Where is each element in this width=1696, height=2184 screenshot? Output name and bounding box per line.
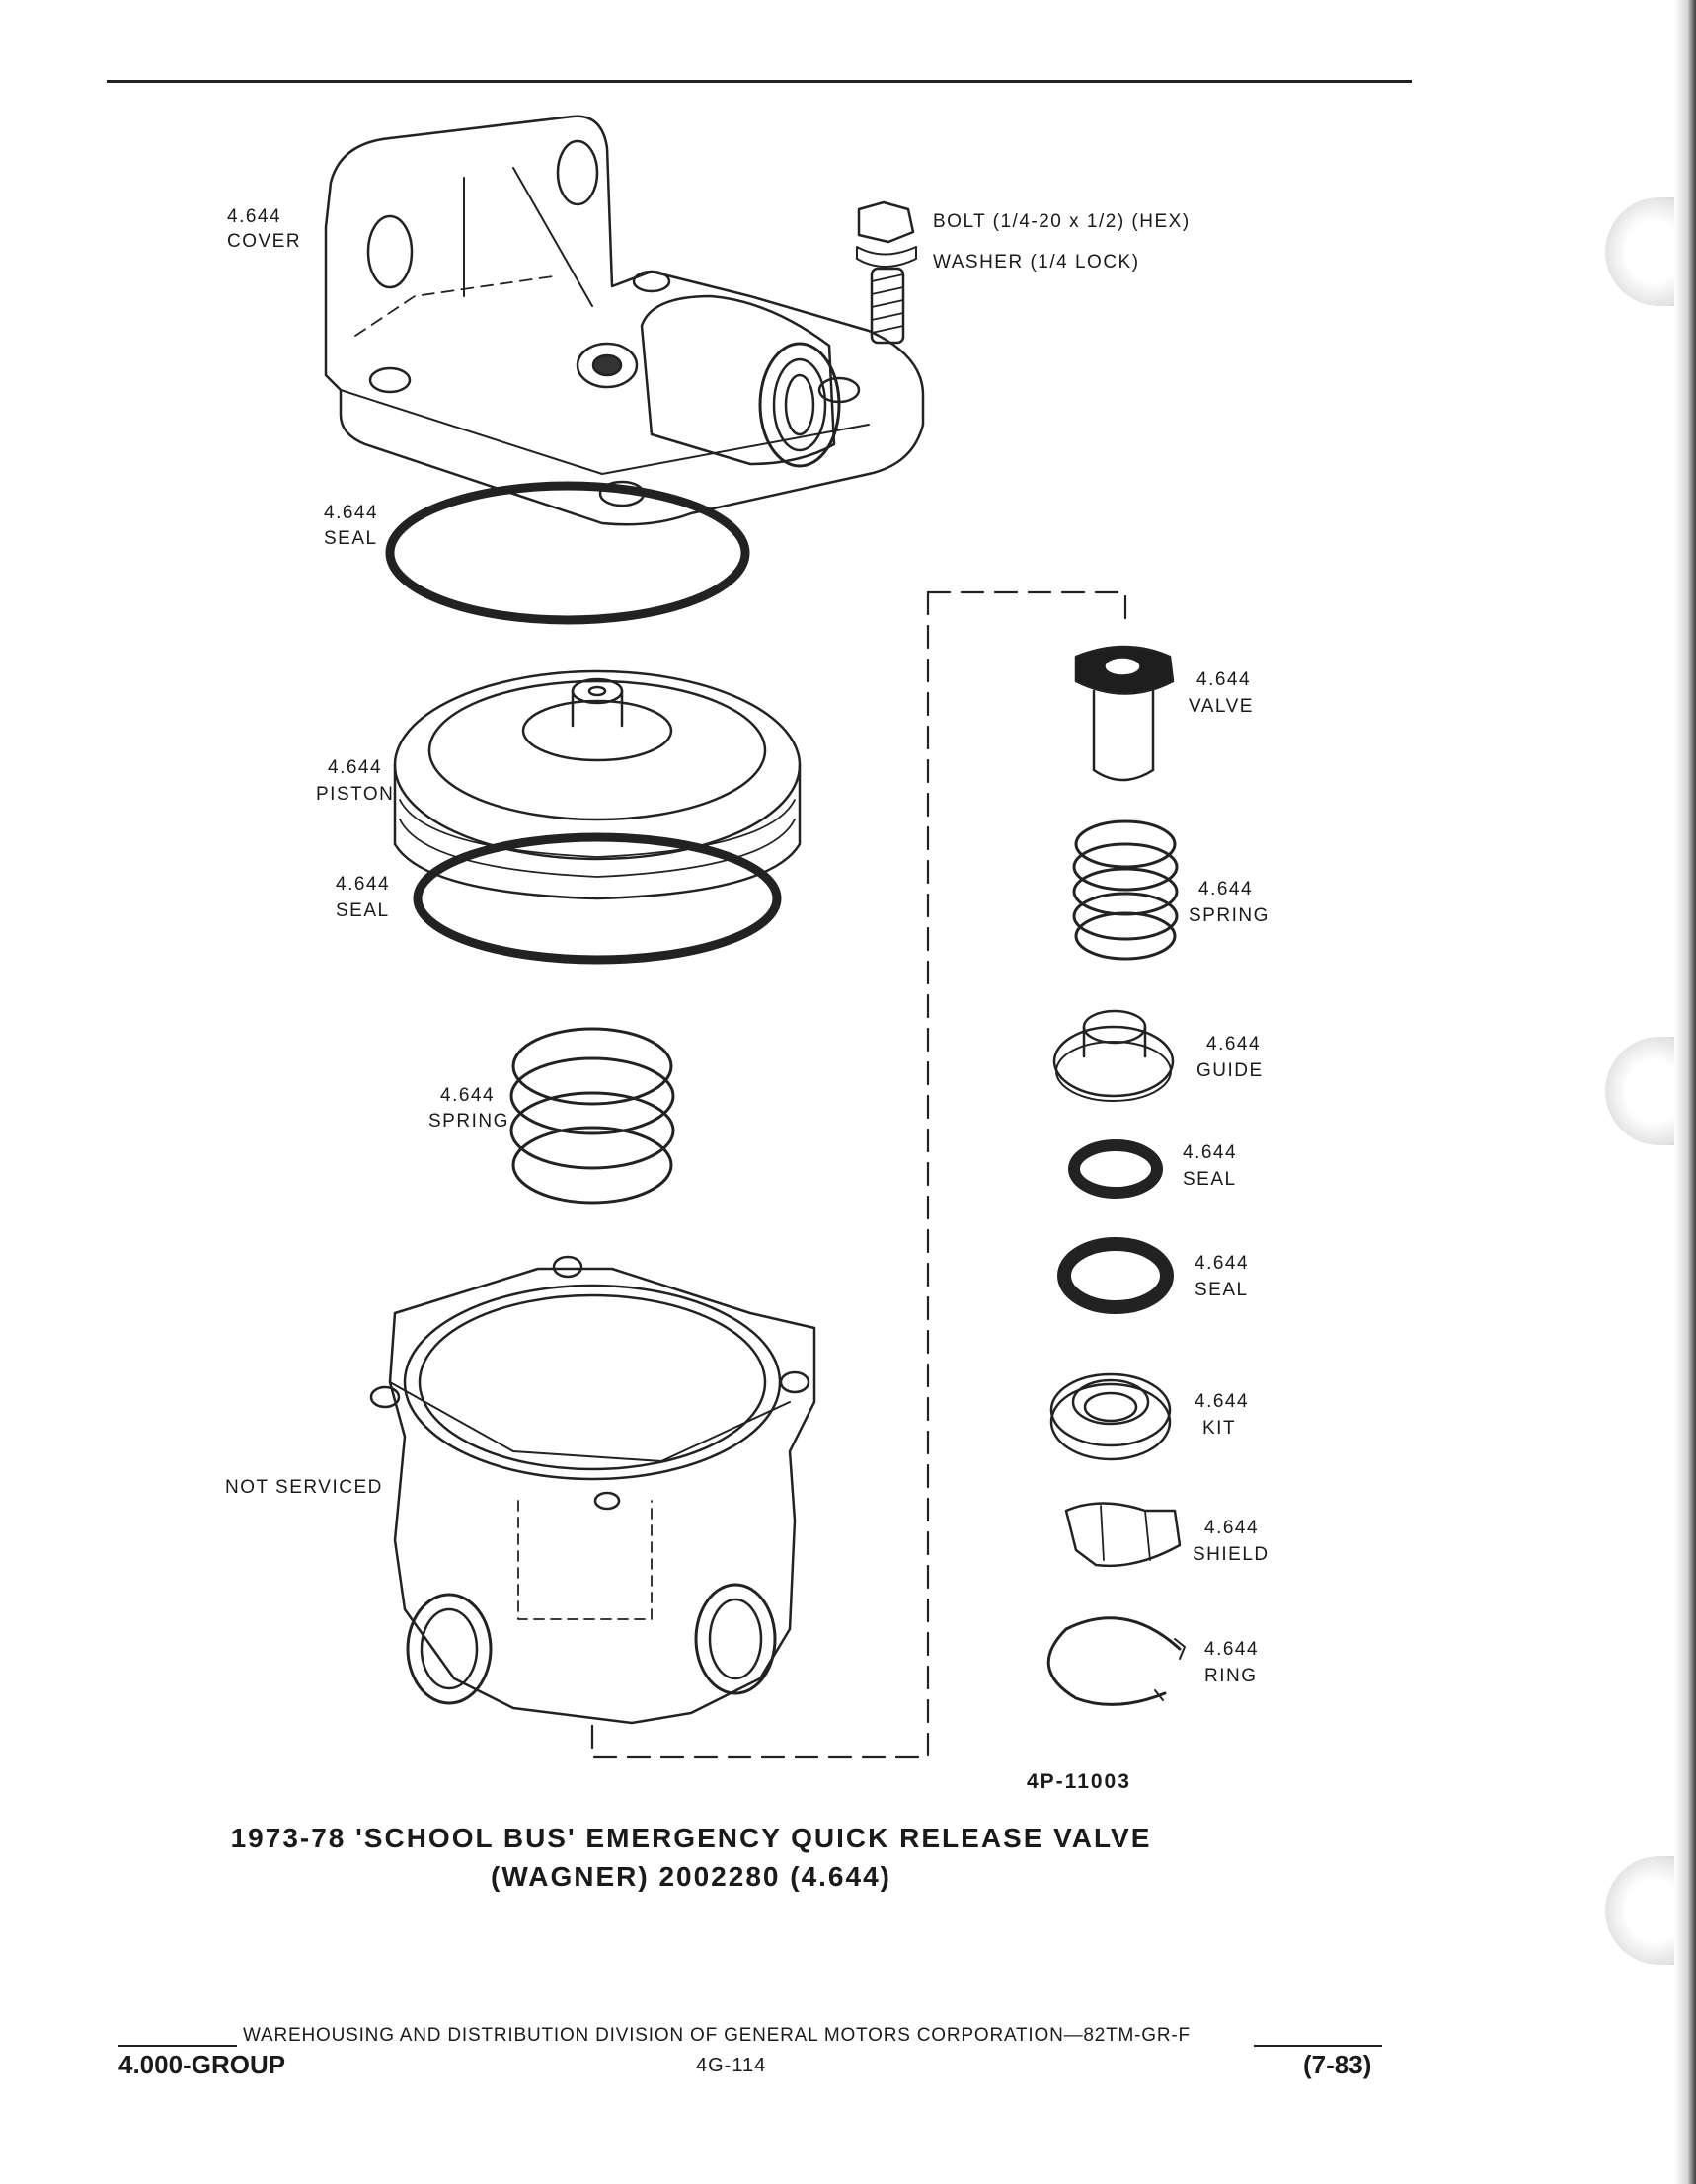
footer-date: (7-83) — [1303, 2050, 1372, 2079]
guide-part — [1052, 1009, 1175, 1102]
label-not-serviced: NOT SERVICED — [225, 1477, 383, 1498]
footer-page-number: 4G-114 — [696, 2055, 767, 2076]
piston-part — [393, 669, 802, 900]
small-spring-part — [1072, 819, 1179, 961]
label-ring-num: 4.644 — [1204, 1639, 1260, 1660]
figure-title-line-1: 1973-78 'SCHOOL BUS' EMERGENCY QUICK REL… — [230, 1823, 1152, 1853]
label-seal-small-1: SEAL — [1183, 1169, 1237, 1190]
figure-code: 4P-11003 — [1027, 1770, 1131, 1793]
figure-title: 1973-78 'SCHOOL BUS' EMERGENCY QUICK REL… — [197, 1819, 1185, 1896]
header-rule — [107, 80, 1412, 83]
label-cover-num: 4.644 — [227, 206, 282, 227]
cover-part — [324, 115, 925, 526]
label-washer: WASHER (1/4 LOCK) — [933, 252, 1140, 273]
label-seal-small-1-num: 4.644 — [1183, 1142, 1238, 1163]
page-edge-shadow — [1674, 0, 1696, 2184]
label-shield: SHIELD — [1193, 1544, 1270, 1565]
label-guide: GUIDE — [1196, 1060, 1264, 1081]
label-seal-top: SEAL — [324, 528, 378, 549]
small-seal-2 — [1057, 1237, 1174, 1314]
ring-part — [1046, 1616, 1182, 1706]
label-guide-num: 4.644 — [1206, 1034, 1262, 1054]
small-seal-1 — [1068, 1139, 1163, 1199]
label-cover: COVER — [227, 231, 302, 252]
label-ring: RING — [1204, 1666, 1258, 1686]
footer-division: WAREHOUSING AND DISTRIBUTION DIVISION OF… — [237, 2025, 1196, 2047]
label-piston: PISTON — [316, 784, 395, 805]
label-kit-num: 4.644 — [1195, 1391, 1250, 1412]
label-shield-num: 4.644 — [1204, 1518, 1260, 1538]
footer-rule — [118, 2045, 1382, 2048]
top-seal-ring — [385, 481, 750, 625]
piston-seal-ring — [413, 832, 782, 965]
footer-rule-line — [118, 2045, 1382, 2047]
label-seal-piston-num: 4.644 — [336, 874, 391, 895]
label-seal-small-2-num: 4.644 — [1195, 1253, 1250, 1274]
label-valve: VALVE — [1189, 696, 1254, 717]
label-seal-piston: SEAL — [336, 900, 390, 921]
kit-part — [1049, 1372, 1172, 1461]
label-kit: KIT — [1202, 1418, 1237, 1439]
body-part — [369, 1255, 816, 1725]
main-spring-part — [509, 1027, 675, 1205]
shield-part — [1064, 1502, 1182, 1568]
label-spring-main-num: 4.644 — [440, 1085, 496, 1106]
label-spring-main: SPRING — [428, 1111, 509, 1131]
label-seal-small-2: SEAL — [1195, 1280, 1249, 1300]
label-valve-num: 4.644 — [1196, 669, 1252, 690]
label-piston-num: 4.644 — [328, 757, 383, 778]
figure-title-line-2: (WAGNER) 2002280 (4.644) — [491, 1861, 891, 1892]
label-spring-small: SPRING — [1189, 905, 1270, 926]
valve-part — [1074, 645, 1175, 782]
footer-group: 4.000-GROUP — [118, 2050, 286, 2079]
bolt-washer-part — [856, 200, 917, 345]
label-bolt: BOLT (1/4-20 x 1/2) (HEX) — [933, 211, 1191, 232]
label-seal-top-num: 4.644 — [324, 503, 379, 523]
label-spring-small-num: 4.644 — [1198, 879, 1254, 899]
